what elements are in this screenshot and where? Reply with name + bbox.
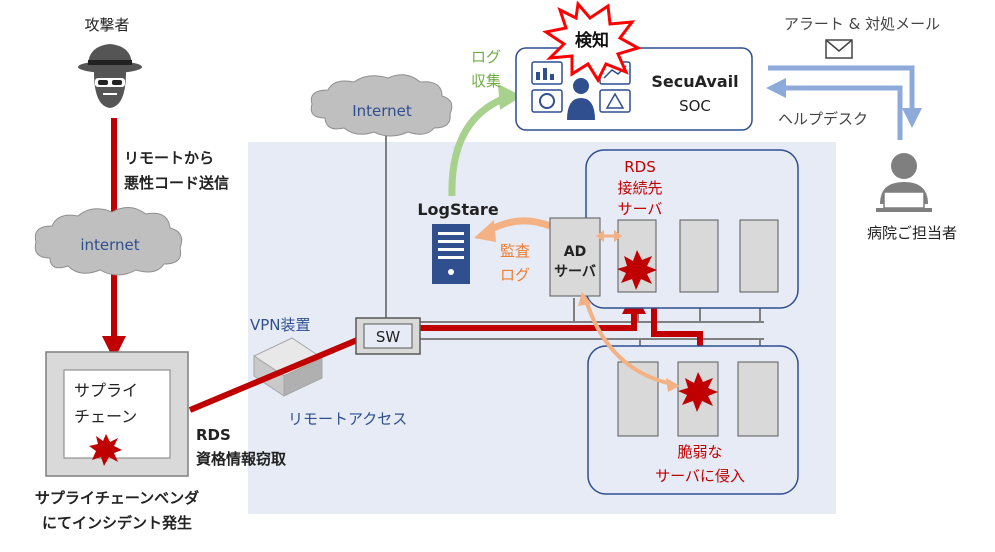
rds-server-line3: サーバ bbox=[618, 200, 663, 218]
internet-left-label: internet bbox=[80, 236, 139, 254]
helpdesk-arrow bbox=[766, 78, 903, 140]
ad-vulnerable-head-bottom bbox=[666, 378, 680, 392]
vulnerable-server-3 bbox=[737, 361, 779, 437]
switch-inner bbox=[363, 323, 413, 349]
alert-arrow bbox=[768, 65, 922, 128]
detection-label: 検知 bbox=[575, 30, 609, 51]
log-collect-arrowhead bbox=[498, 84, 522, 110]
ad-server bbox=[549, 217, 601, 297]
soc-line1: SecuAvail bbox=[651, 72, 738, 91]
internet-cloud-top bbox=[310, 74, 453, 137]
ad-vulnerable-link-arrow bbox=[584, 299, 673, 386]
rds-compromise-burst-icon bbox=[617, 250, 657, 290]
ad-server-line2: サーバ bbox=[554, 264, 596, 280]
supply-chain-inner bbox=[63, 369, 171, 459]
ad-vulnerable-head-top bbox=[578, 292, 592, 306]
rds-server-3 bbox=[739, 219, 779, 293]
vendor-caption-line2: にてインシデント発生 bbox=[42, 514, 192, 532]
rds-server-2 bbox=[679, 219, 719, 293]
vpn-label: VPN装置 bbox=[250, 316, 311, 334]
vulnerable-burst-icon bbox=[678, 372, 718, 412]
supply-chain-line2: チェーン bbox=[74, 407, 137, 426]
audit-log-arrow bbox=[488, 217, 552, 234]
alert-mail-label: アラート & 対処メール bbox=[784, 15, 940, 33]
ad-rds-link-head-left bbox=[596, 230, 604, 242]
rds-server-line2: 接続先 bbox=[617, 179, 662, 197]
logstare-server-icon bbox=[432, 224, 470, 284]
vulnerable-server-1 bbox=[617, 361, 659, 437]
vulnerable-line2: サーバに侵入 bbox=[655, 467, 745, 485]
helpdesk-label: ヘルプデスク bbox=[778, 110, 868, 128]
attack-note-line2: 悪性コード送信 bbox=[124, 174, 229, 192]
log-collect-line1: ログ bbox=[471, 48, 501, 66]
ad-rds-link-head-right bbox=[614, 230, 622, 242]
mail-envelope-icon bbox=[825, 39, 853, 59]
log-collect-line2: 収集 bbox=[471, 72, 501, 90]
soc-operator-icon bbox=[531, 61, 631, 120]
ad-server-line1: AD bbox=[564, 244, 586, 260]
switch-label: SW bbox=[376, 328, 401, 346]
rds-theft-line1: RDS bbox=[196, 426, 231, 444]
logstare-label: LogStare bbox=[417, 200, 499, 219]
vulnerable-line1: 脆弱な bbox=[677, 443, 722, 461]
supply-chain-line1: サプライ bbox=[74, 381, 138, 400]
detection-burst-icon bbox=[542, 0, 642, 84]
remote-access-label: リモートアクセス bbox=[288, 410, 407, 428]
attack-note-line1: リモートから bbox=[124, 149, 214, 167]
internet-top-label: Internet bbox=[352, 102, 412, 120]
attacker-label: 攻撃者 bbox=[84, 16, 129, 34]
log-collect-arrow bbox=[448, 94, 507, 197]
hospital-staff-icon bbox=[876, 153, 932, 212]
attacker-icon bbox=[78, 44, 142, 108]
rds-theft-line2: 資格情報窃取 bbox=[196, 450, 287, 468]
internet-cloud-left bbox=[34, 207, 183, 276]
rds-server-line1: RDS bbox=[624, 158, 656, 176]
audit-log-line1: 監査 bbox=[500, 242, 530, 260]
soc-line2: SOC bbox=[679, 97, 711, 115]
audit-log-line2: ログ bbox=[500, 266, 530, 284]
attack-path-rds bbox=[188, 290, 646, 413]
hospital-staff-label: 病院ご担当者 bbox=[867, 224, 957, 242]
incident-burst-icon bbox=[89, 434, 122, 466]
vendor-caption-line1: サプライチェーンベンダ bbox=[35, 489, 199, 507]
audit-log-arrowhead bbox=[474, 220, 496, 242]
